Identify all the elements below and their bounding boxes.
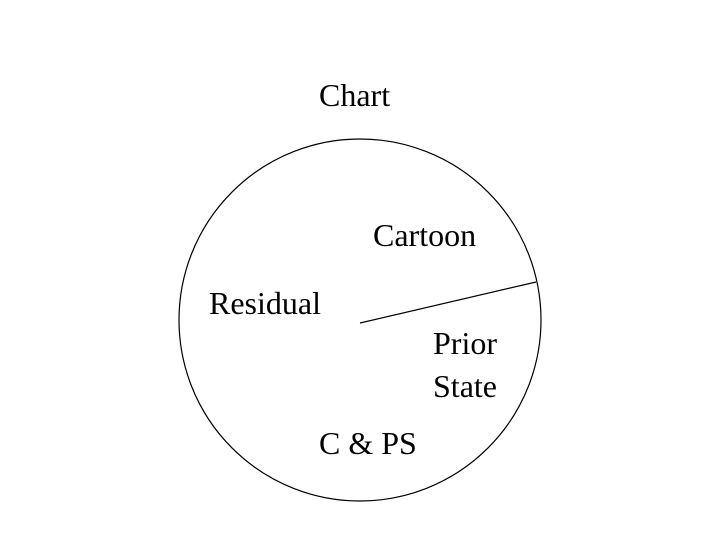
- region-c-and-ps-label: C & PS: [319, 425, 417, 461]
- region-cartoon-label: Cartoon: [373, 217, 476, 253]
- region-residual-label: Residual: [209, 285, 321, 321]
- divider-line: [359, 281, 537, 324]
- diagram-title: Chart: [319, 77, 390, 113]
- region-prior-state-label-line2: State: [433, 368, 497, 404]
- outer-circle: [178, 138, 542, 502]
- region-prior-state-label-line1: Prior: [433, 325, 497, 361]
